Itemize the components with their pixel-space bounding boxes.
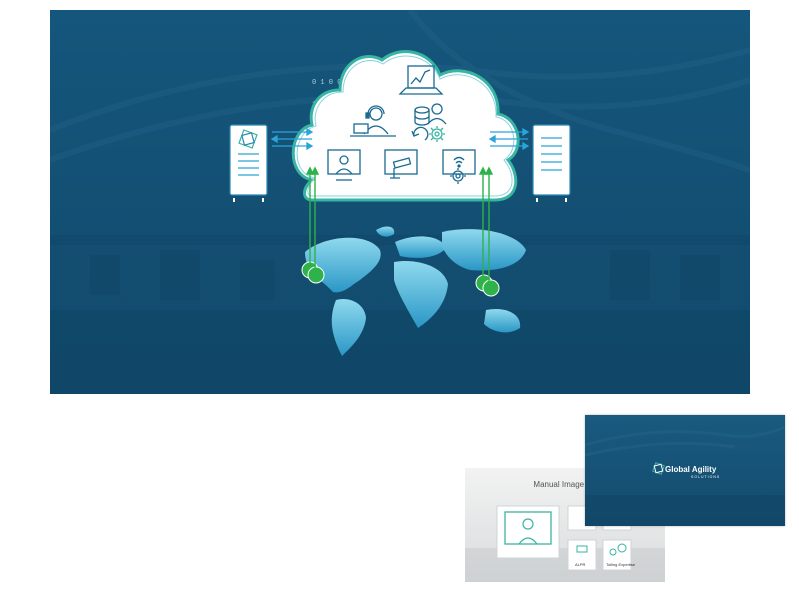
location-markers	[301, 261, 500, 297]
thumbnail-background	[585, 425, 785, 526]
right-server	[532, 124, 571, 202]
alpr-tile	[567, 539, 597, 571]
world-map	[305, 226, 526, 356]
operator-monitor-icon	[327, 149, 361, 181]
tolling-tile	[602, 539, 632, 571]
cloud-outline-inner	[296, 55, 515, 197]
user-icon	[427, 103, 447, 125]
australia	[484, 308, 521, 333]
thumbnail-title: Manual Image Re	[533, 480, 597, 489]
brand-logo-icon	[652, 462, 665, 475]
thumbnail-icons	[465, 505, 665, 582]
tolling-label: Tolling Expertise	[606, 562, 636, 567]
left-link-arrows	[270, 127, 314, 151]
thumbnail-title-slide[interactable]: Global Agility SOLUTIONS	[585, 415, 785, 526]
refresh-icon	[411, 126, 429, 141]
camera-monitor-icon	[384, 149, 418, 179]
europe	[395, 236, 446, 258]
right-link-arrows	[488, 127, 530, 151]
asia	[442, 229, 526, 271]
architecture-slide: 0 1 0 0 1 1 0 1 0 1 1 0 0 1 0 1 1 1 0 1 …	[50, 10, 750, 394]
uplink-arrows	[305, 166, 494, 283]
location-marker-east-2	[482, 279, 500, 297]
left-server	[229, 124, 268, 202]
greenland	[376, 226, 395, 237]
brand-name: Global Agility	[665, 465, 717, 474]
south-america	[331, 298, 366, 356]
operator-monitor-icon	[496, 505, 560, 559]
location-marker-west-2	[307, 266, 325, 284]
laptop-chart-icon	[398, 65, 444, 95]
brand-logo-icon	[238, 129, 258, 149]
settings-gear-icon	[450, 168, 466, 184]
africa	[394, 260, 448, 328]
brand-subtitle: SOLUTIONS	[691, 475, 721, 479]
support-agent-icon	[350, 105, 396, 137]
gear-icon	[429, 126, 445, 142]
north-america	[305, 237, 381, 293]
alpr-label: ALPR	[575, 562, 586, 567]
background-office	[50, 235, 750, 394]
architecture-diagram: 0 1 0 0 1 1 0 1 0 1 1 0 0 1 0 1 1 1 0 1 …	[50, 10, 750, 394]
